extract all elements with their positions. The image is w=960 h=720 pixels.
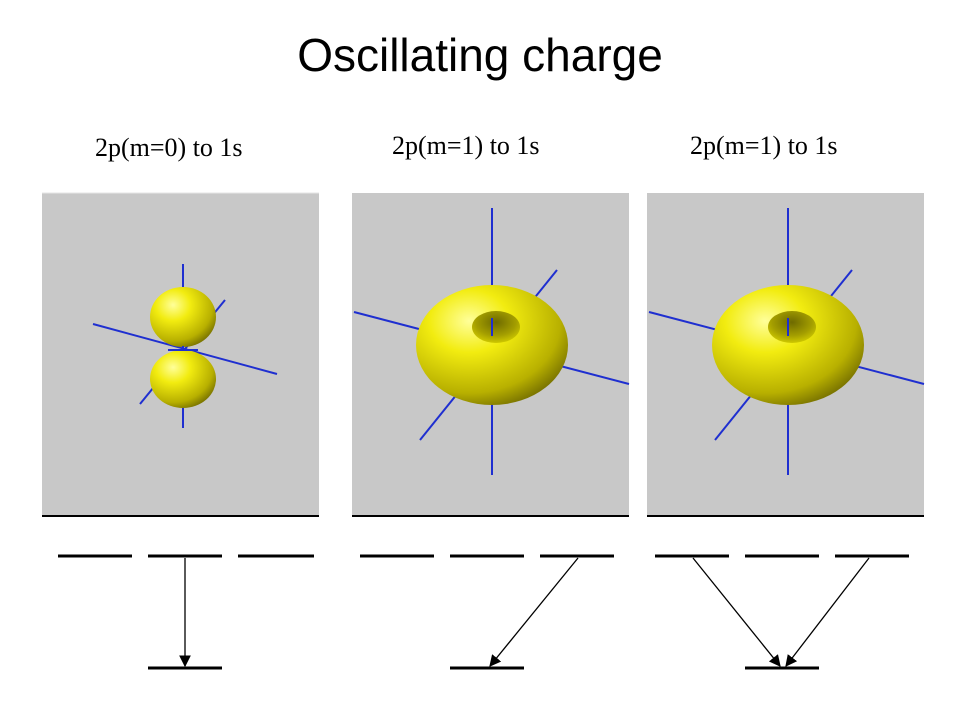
panel-m1-a (352, 193, 630, 517)
transition-arrow-m1-right (785, 557, 870, 667)
slide-title: Oscillating charge (297, 29, 663, 81)
orbital-torus (712, 285, 864, 405)
transition-arrow-m1 (489, 557, 579, 667)
panel-m0 (42, 192, 319, 517)
orbital-torus (416, 285, 568, 405)
orbital-lobe-lower (150, 350, 216, 408)
transition-arrow-m1-left (692, 557, 781, 667)
panel-label-m1-b: 2p(m=1) to 1s (690, 131, 838, 160)
orbital-lobe-upper (150, 287, 216, 347)
torus-hole (472, 311, 520, 343)
panel-label-m1-a: 2p(m=1) to 1s (392, 131, 540, 160)
panel-label-m0: 2p(m=0) to 1s (95, 133, 243, 162)
panel-m1-b (647, 193, 925, 517)
torus-hole (768, 311, 816, 343)
energy-levels (58, 554, 909, 670)
transition-arrows (179, 557, 870, 668)
